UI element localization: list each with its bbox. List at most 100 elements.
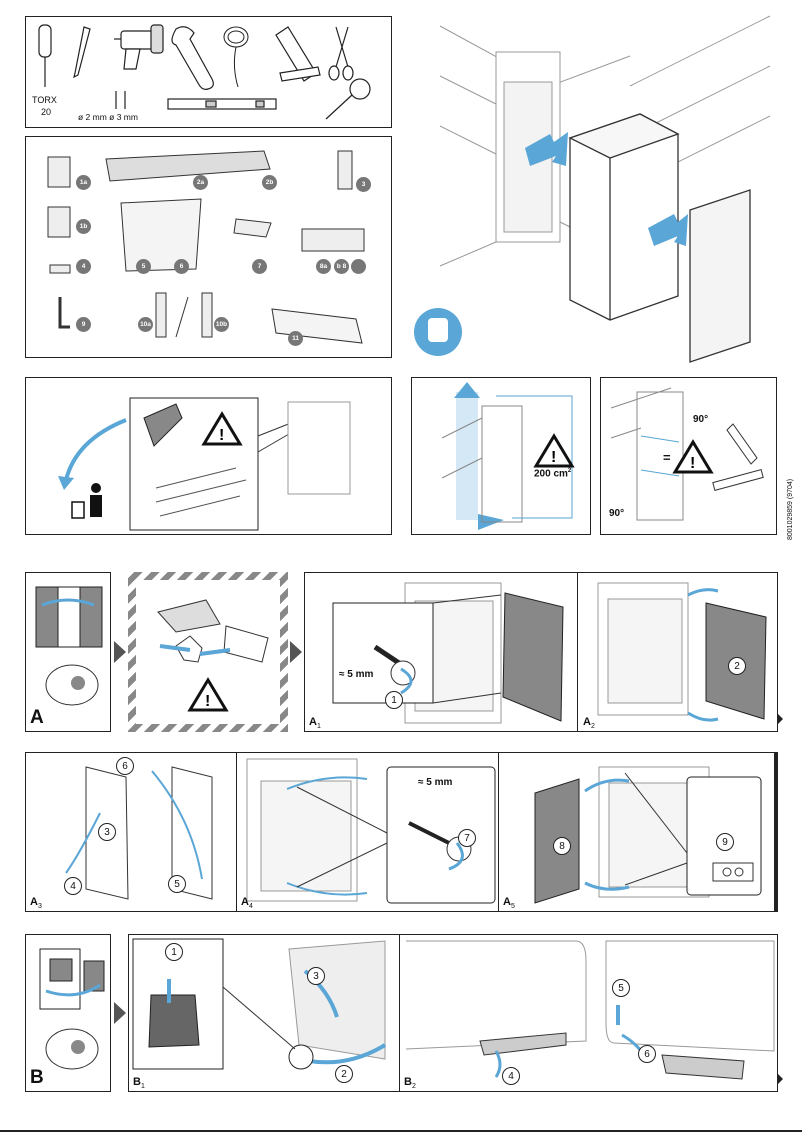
part-badge-9: 9: [76, 317, 91, 332]
flow-arrow-2: [290, 641, 302, 663]
part-badge-2a: 2a: [193, 175, 208, 190]
part-badge-8b: b 8: [334, 259, 349, 274]
vent-area-value: 200 cm: [534, 468, 568, 480]
wrench-icon: [171, 26, 214, 90]
clip-7-icon: [233, 218, 272, 238]
a1-step-label: A1: [309, 716, 321, 730]
part-badge-11: 11: [288, 331, 303, 346]
warning-icon: [672, 439, 714, 474]
tape-measure-icon: [325, 78, 371, 120]
warning-icon: [187, 677, 229, 712]
plate-8-icon: [301, 228, 365, 252]
spirit-level-icon: [712, 469, 764, 491]
angle-top-label: 90°: [693, 414, 709, 425]
part-badge-6: 6: [174, 259, 189, 274]
insert-arrow-2: [648, 214, 688, 246]
a2-callout-2: 2: [728, 657, 746, 675]
tools-illustration: [38, 24, 371, 120]
trash-person-icon: [71, 483, 102, 519]
profile-10b-icon: [201, 292, 213, 338]
divider: [577, 573, 578, 731]
b2-step-label: B2: [404, 1076, 416, 1090]
vent-area-sup: 2: [567, 468, 572, 474]
a1-step-letter: A: [309, 716, 317, 728]
ventilation-illustration: !: [441, 382, 575, 530]
strip-2-icon: [105, 150, 271, 182]
warning-icon: [201, 411, 243, 446]
b1-step-label: B1: [133, 1076, 145, 1090]
a5-callout-8: 8: [553, 837, 571, 855]
profile-10a-icon: [155, 292, 167, 338]
a5-callout-9: 9: [716, 833, 734, 851]
template-5-6-icon: [120, 198, 202, 272]
a4-illustration: [246, 758, 496, 904]
b1-callout-1: 1: [165, 943, 183, 961]
part-badge-5: 5: [136, 259, 151, 274]
step-a3-a5-panel: 6 3 4 5 A3 ≈ 5 mm 7 A4 8 9 A5: [25, 752, 778, 912]
b2-callout-4: 4: [502, 1067, 520, 1085]
cover-11-icon: [661, 1054, 745, 1080]
step-a-panel: A: [25, 572, 111, 732]
a1-gap-label: ≈ 5 mm: [339, 669, 374, 680]
part-badge-7: 7: [252, 259, 267, 274]
bottom-rule: [0, 1130, 802, 1132]
alignment-panel: ! 90° 90° =: [600, 377, 777, 535]
divider: [498, 753, 499, 911]
part-badge-3: 3: [356, 177, 371, 192]
a1-illustration: [332, 582, 564, 724]
hinge-3-icon: [337, 150, 353, 190]
a3-callout-6: 6: [116, 757, 134, 775]
tools-panel: TORX 20 ø 2 mm ø 3 mm: [25, 16, 392, 128]
scissors-icon: [328, 26, 354, 81]
angle-bottom-label: 90°: [609, 508, 625, 519]
svg-text:!: !: [690, 455, 695, 472]
b1-step-sub: 1: [140, 1083, 145, 1091]
svg-text:!: !: [219, 427, 224, 444]
a2-step-sub: 2: [590, 723, 595, 731]
part-badge-10a: 10a: [138, 317, 153, 332]
b2-step-sub: 2: [411, 1083, 416, 1091]
pencil-icon: [73, 26, 91, 79]
b2-illustration: [405, 940, 775, 1080]
cover-11-icon: [479, 1032, 567, 1056]
warning-panel-hatched: !: [128, 572, 288, 732]
bracket-1b-icon: [47, 206, 71, 238]
torx-label: TORX: [32, 95, 57, 105]
step-b-letter: B: [30, 1067, 44, 1088]
ventilation-panel: ! 200 cm2: [411, 377, 591, 535]
insert-arrow-1: [525, 132, 568, 166]
dispose-illustration: !: [58, 397, 351, 531]
part-badge-1b: 1b: [76, 219, 91, 234]
step-a-letter: A: [30, 707, 44, 728]
alignment-illustration: !: [610, 387, 764, 521]
cable-icon: [223, 26, 249, 88]
dispose-panel: !: [25, 377, 392, 535]
equal-label: =: [663, 450, 671, 465]
a2-illustration: [597, 582, 767, 722]
part-badge-2b: 2b: [262, 175, 277, 190]
b1-step-letter: B: [133, 1076, 141, 1088]
drill-icon: [114, 24, 164, 109]
step-a1-a2-panel: ≈ 5 mm 1 A1 2 A2: [304, 572, 783, 732]
part-badge-4: 4: [76, 259, 91, 274]
svg-text:!: !: [551, 449, 556, 466]
a1-step-sub: 1: [316, 723, 321, 731]
a4-step-sub: 4: [248, 903, 253, 911]
part-badge-10b: 10b: [214, 317, 229, 332]
vent-area-label: 200 cm2: [534, 468, 571, 479]
a2-step-letter: A: [583, 716, 591, 728]
a3-callout-4: 4: [64, 877, 82, 895]
torx-size: 20: [41, 107, 52, 117]
try-square-icon: [726, 423, 758, 465]
a3-illustration: [65, 766, 213, 900]
pinch-warning-illustration: !: [157, 599, 269, 712]
install-overview-illustration: [414, 15, 771, 363]
parts-panel: 1a 1b 2a 2b 3 4 5 6 7 8a b 8 9 10a 10b 1…: [25, 136, 392, 358]
b2-step-letter: B: [404, 1076, 412, 1088]
part-badge-1a: 1a: [76, 175, 91, 190]
b2-callout-5: 5: [612, 979, 630, 997]
a4-step-label: A4: [241, 896, 253, 910]
flow-arrow-1: [114, 641, 126, 663]
screwdriver-icon: [38, 24, 52, 87]
divider: [236, 753, 237, 911]
